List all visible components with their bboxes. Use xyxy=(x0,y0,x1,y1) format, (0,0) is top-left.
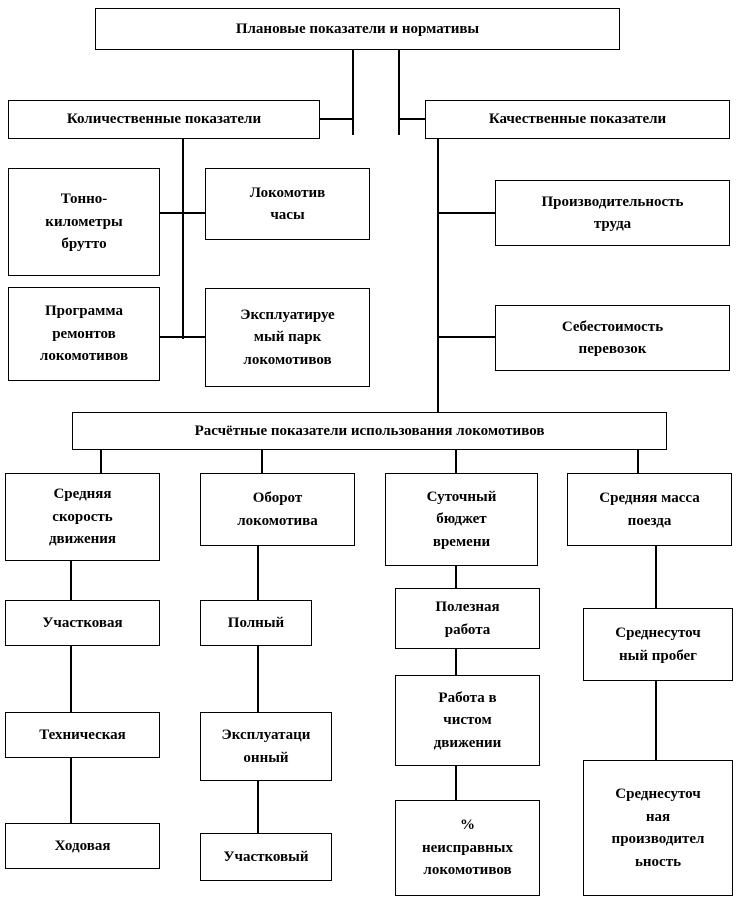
node-transport-cost: Себестоимость перевозок xyxy=(495,305,730,371)
node-operating-fleet: Эксплуатируе мый парк локомотивов xyxy=(205,288,370,387)
node-repair-program: Программа ремонтов локомотивов xyxy=(8,287,160,381)
node-quantitative-indicators: Количественные показатели xyxy=(8,100,320,139)
node-daily-time-budget: Суточный бюджет времени xyxy=(385,473,538,566)
connector-line xyxy=(70,561,72,600)
connector-line xyxy=(70,758,72,823)
connector-line xyxy=(437,336,495,338)
connector-line xyxy=(320,118,354,120)
node-average-daily-productivity: Среднесуточ ная производител ьность xyxy=(583,760,733,896)
connector-line xyxy=(257,781,259,833)
node-clean-movement-work: Работа в чистом движении xyxy=(395,675,540,766)
connector-line xyxy=(100,450,102,473)
node-planned-indicators: Плановые показатели и нормативы xyxy=(95,8,620,50)
node-qualitative-indicators: Качественные показатели xyxy=(425,100,730,139)
node-percent-faulty-locomotives: % неисправных локомотивов xyxy=(395,800,540,896)
node-full-turnover: Полный xyxy=(200,600,312,646)
connector-line xyxy=(455,766,457,800)
node-locomotive-turnover: Оборот локомотива xyxy=(200,473,355,546)
node-sectional-turnover: Участковый xyxy=(200,833,332,881)
connector-line xyxy=(437,212,495,214)
node-sectional-speed: Участковая xyxy=(5,600,160,646)
connector-line xyxy=(437,139,439,412)
node-running-speed: Ходовая xyxy=(5,823,160,869)
connector-line xyxy=(398,50,400,135)
connector-line xyxy=(398,118,426,120)
node-locomotive-hours: Локомотив часы xyxy=(205,168,370,240)
connector-line xyxy=(352,50,354,135)
node-average-speed: Средняя скорость движения xyxy=(5,473,160,561)
node-technical-speed: Техническая xyxy=(5,712,160,758)
node-tonne-kilometres-gross: Тонно- километры брутто xyxy=(8,168,160,276)
connector-line xyxy=(182,139,184,339)
connector-line xyxy=(160,212,205,214)
connector-line xyxy=(637,450,639,473)
node-useful-work: Полезная работа xyxy=(395,588,540,649)
node-operational-turnover: Эксплуатаци онный xyxy=(200,712,332,781)
connector-line xyxy=(70,646,72,712)
connector-line xyxy=(160,336,205,338)
connector-line xyxy=(455,450,457,473)
node-average-train-mass: Средняя масса поезда xyxy=(567,473,732,546)
connector-line xyxy=(655,681,657,760)
connector-line xyxy=(257,546,259,600)
connector-line xyxy=(261,450,263,473)
node-labor-productivity: Производительность труда xyxy=(495,180,730,246)
node-average-daily-run: Среднесуточ ный пробег xyxy=(583,608,733,681)
connector-line xyxy=(455,566,457,588)
connector-line xyxy=(655,546,657,608)
connector-line xyxy=(257,646,259,712)
node-calculated-indicators: Расчётные показатели использования локом… xyxy=(72,412,667,450)
connector-line xyxy=(455,649,457,675)
